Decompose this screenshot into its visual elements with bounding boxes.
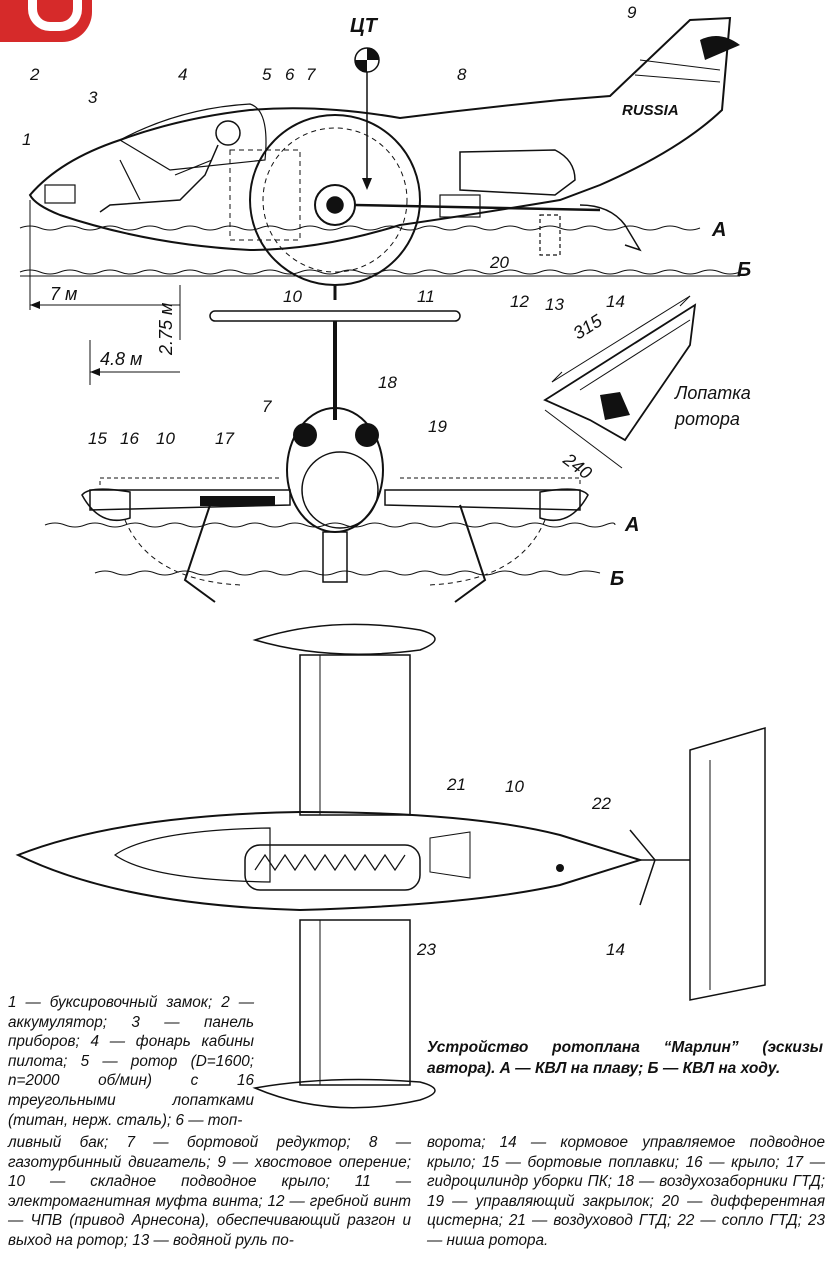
propeller-shaft [354,203,601,212]
callout-14-top: 14 [606,940,625,959]
rotor-blade-label-2: ротора [674,409,740,429]
legend-bottom-left: ливный бак; 7 — бортовой редуктор; 8 — г… [8,1134,411,1249]
gas-turbine-engine [459,149,576,196]
callout-18: 18 [378,373,397,392]
top-view [15,623,766,1109]
legend-bottom-right: ворота; 14 — кормовое управляемое подвод… [427,1134,825,1249]
side-view: RUSSIA [19,16,741,300]
callout-10-side: 10 [283,287,302,306]
control-flaps [99,477,581,485]
label-a-front: А [624,514,639,536]
callout-10-front: 10 [156,429,175,448]
dim-4-8m: 4.8 м [100,349,142,369]
pilot-helmet [215,120,241,146]
float-left [81,488,131,522]
label-b-side: Б [737,259,751,281]
label-b-front: Б [610,568,624,590]
legend-left: 1 — буксировочный замок; 2 — аккумулятор… [8,994,254,1129]
front-view [44,310,616,603]
callout-2: 2 [29,65,40,84]
waterline-a-front [44,522,616,528]
callout-19: 19 [428,417,447,436]
callout-numbers: 1 2 3 4 5 6 7 8 9 10 11 12 13 14 15 16 1… [22,3,751,959]
stern-foil-top [629,829,656,906]
tail-fin-top [689,726,766,1001]
cockpit-canopy [118,103,267,171]
rotor-blade-shape [543,303,697,442]
callout-20: 20 [489,253,509,272]
waterline-a-side [19,225,701,231]
hydraulic-cylinder [200,496,275,506]
wing-left-front [89,489,291,511]
callout-9: 9 [627,3,637,22]
dimensions: 7 м 2.75 м 4.8 м [29,200,181,385]
figure-caption: Устройство ротоплана “Марлин” (эскизы ав… [427,1039,823,1077]
keel-front [322,531,348,583]
callout-7-front: 7 [262,397,272,416]
cg-label: ЦТ [350,15,379,37]
clutch [439,194,481,218]
callout-12: 12 [510,292,529,311]
dim-2-75m: 2.75 м [156,303,176,356]
fin-text: RUSSIA [622,102,679,119]
callout-5: 5 [262,65,272,84]
pilot-body [99,144,219,213]
wing-right-front [384,489,581,511]
nozzle [556,864,564,872]
callout-17: 17 [215,429,234,448]
fuselage-side [28,16,732,252]
rotor-blade-label-1: Лопатка [674,383,751,403]
waterline-b-front [94,570,601,576]
rotor-niche [244,844,421,891]
foil-right-front [454,504,487,603]
cg-marker: ЦТ [350,15,380,190]
stern-hydrofoil-side [579,204,642,252]
air-intake-right [355,423,379,447]
callout-23: 23 [416,940,436,959]
float-top-upper [252,623,436,655]
callout-4: 4 [178,65,187,84]
callout-16: 16 [120,429,139,448]
callout-6: 6 [285,65,295,84]
callout-15: 15 [88,429,107,448]
float-top-lower [252,1078,436,1109]
wing-top-upper [299,654,411,816]
water-rudder [539,214,561,256]
fuselage-top [15,810,644,912]
callout-21: 21 [446,775,466,794]
float-right [539,488,589,522]
callout-1: 1 [22,130,31,149]
rotor-blade-detail: 315 240 Лопатка ротора [543,295,751,483]
callout-3: 3 [88,88,98,107]
callout-14-side: 14 [606,292,625,311]
dolphin-emblem [700,36,740,60]
callout-22: 22 [591,794,611,813]
wing-top-lower [299,919,411,1086]
tail-wing-front [209,310,461,322]
callout-13: 13 [545,295,564,314]
cockpit-top [113,827,271,883]
logo-letter-shape [28,0,82,31]
instrument-panel [119,159,141,201]
dim-315: 315 [570,310,607,343]
callout-11: 11 [417,287,435,306]
battery [44,184,76,204]
magazine-logo [0,0,92,42]
air-duct [429,831,471,879]
foil-left-front [183,504,216,603]
callout-7: 7 [306,65,316,84]
fuel-tank [229,149,301,241]
callout-10-top: 10 [505,777,524,796]
label-a-side: А [711,219,726,241]
callout-8: 8 [457,65,467,84]
air-intake-left [293,423,317,447]
dim-7m: 7 м [50,284,77,304]
